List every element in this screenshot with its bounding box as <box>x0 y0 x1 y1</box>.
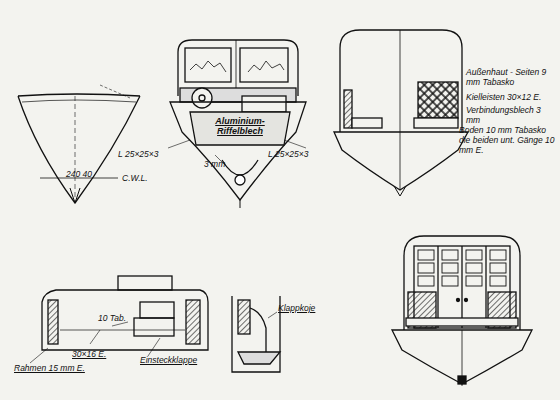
thickness-label: 10 Tab. <box>98 314 132 324</box>
cupboard-pane <box>490 263 506 273</box>
cupboard-pane <box>442 263 458 273</box>
material-banner: Aluminium-Riffelblech <box>200 116 280 137</box>
longitudinal-section <box>30 276 208 363</box>
cabin-front-view <box>168 40 306 208</box>
dimension-label: 3 mm <box>204 160 234 170</box>
cabin-cupboard-view <box>392 236 532 386</box>
waterline-label: C.W.L. <box>122 174 156 184</box>
hull-section <box>18 85 140 203</box>
dimension-label: 30×16 E. <box>72 350 116 360</box>
cupboard-pane <box>466 263 482 273</box>
material-note: Verbindungsblech 3 mm <box>466 106 556 126</box>
angle-profile-label: L 25×25×3 <box>268 150 328 160</box>
cupboard-pane <box>490 250 506 260</box>
cabin-section <box>334 30 468 196</box>
cupboard-pane <box>466 250 482 260</box>
part-label: Klappkoje <box>278 304 332 314</box>
angle-profile-label: L 25×25×3 <box>118 150 178 160</box>
cupboard-pane <box>418 276 434 286</box>
part-label: Einsteckklappe <box>140 356 210 366</box>
cupboard-pane <box>418 263 434 273</box>
dimension-label: 240 40 <box>66 170 106 180</box>
material-note: Außenhaut - Seiten 9 mm Tabasko <box>466 68 552 88</box>
part-label: Rahmen 15 mm E. <box>14 364 94 374</box>
bunk-section <box>232 296 280 372</box>
cupboard-pane <box>466 276 482 286</box>
cupboard-pane <box>442 276 458 286</box>
cupboard-pane <box>442 250 458 260</box>
material-note: Boden 10 mm Tabasko die beiden unt. Gäng… <box>459 126 557 155</box>
cupboard-pane <box>490 276 506 286</box>
cupboard-pane <box>418 250 434 260</box>
material-note: Kielleisten 30×12 E. <box>466 93 556 103</box>
